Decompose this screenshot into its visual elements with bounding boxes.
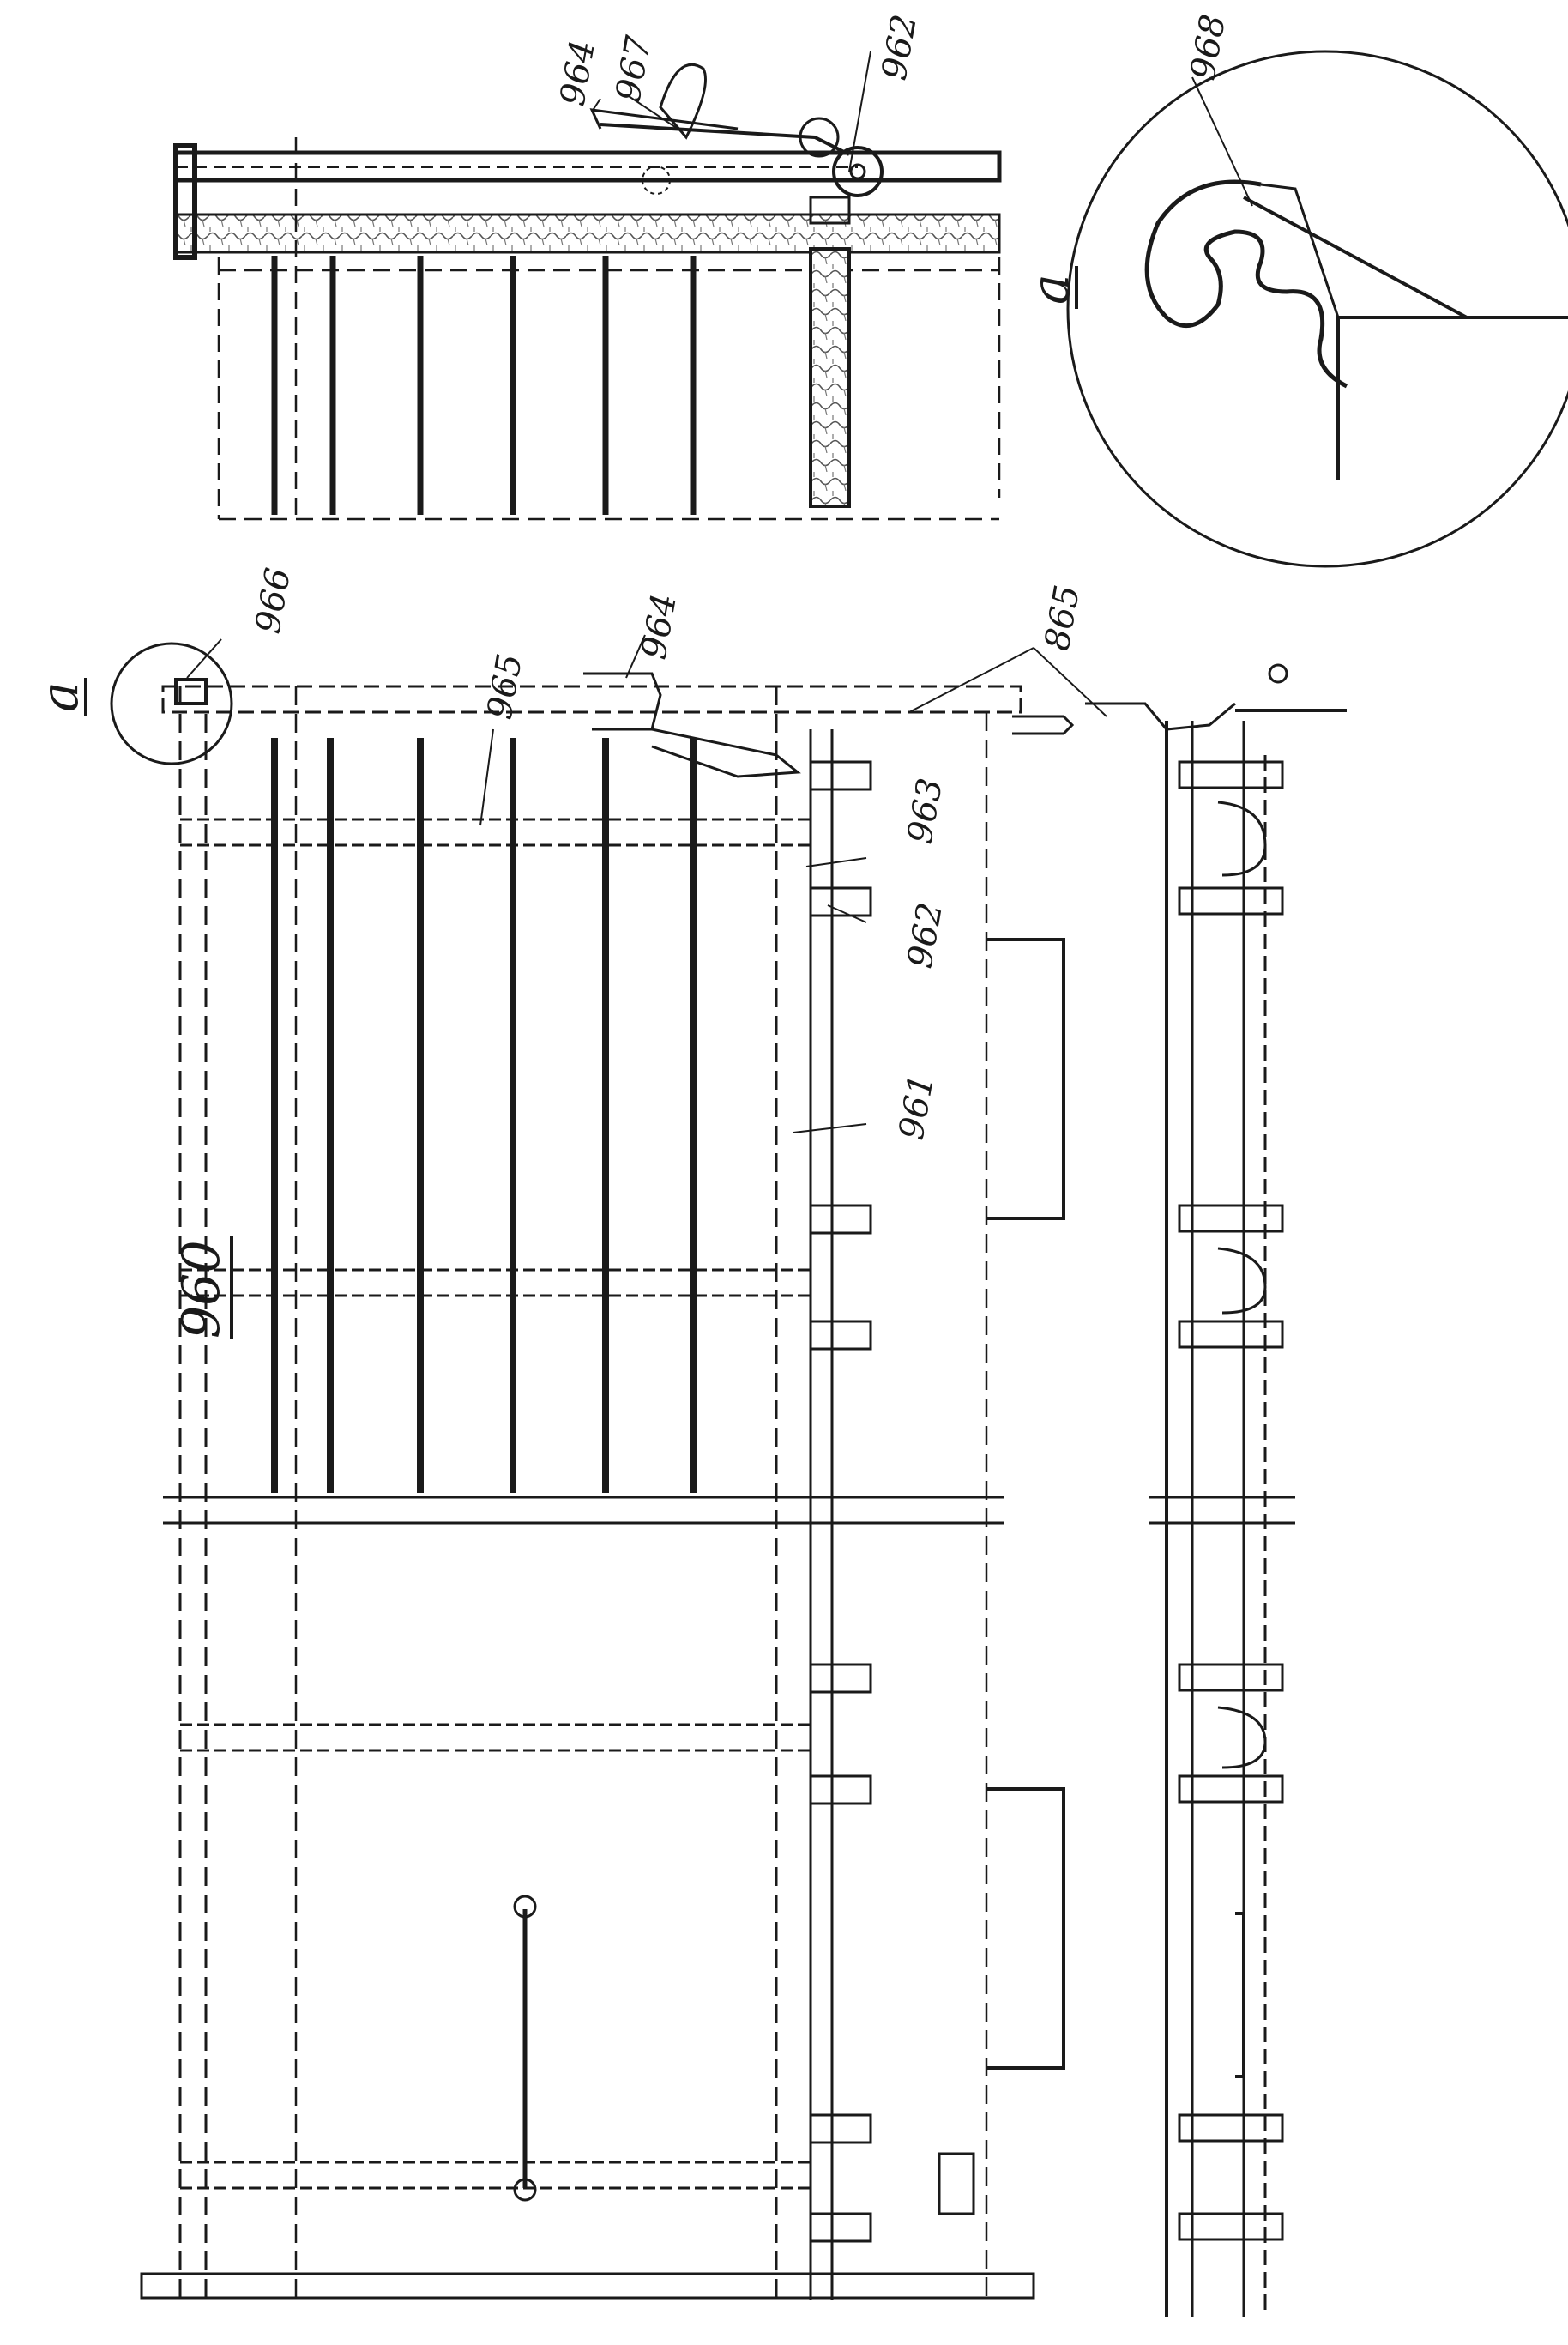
handle-lower	[986, 1787, 1065, 2070]
rail-clamps	[1178, 760, 1284, 2241]
callout-865: 865	[1038, 583, 1089, 654]
callout-965: 965	[480, 651, 531, 722]
handle-upper	[986, 938, 1065, 1220]
callout-963: 963	[901, 776, 951, 847]
left-end-cap	[173, 143, 197, 260]
callout-966: 966	[249, 565, 299, 637]
callout-labels: 960 a a 961 962 963 964 965 966 865 962 …	[30, 12, 1233, 1339]
top-section-view	[173, 63, 1002, 521]
callout-962-main: 962	[901, 900, 951, 971]
detail-hook-profile	[1144, 179, 1348, 389]
horizontal-ties	[180, 818, 811, 2190]
hinge-brackets	[809, 760, 872, 2243]
wood-strip	[174, 213, 1001, 254]
rail-profile-view	[1085, 663, 1347, 2317]
frame-dashes	[217, 137, 1001, 521]
wood-block	[809, 247, 851, 508]
detail-a-marker-circle	[110, 642, 233, 765]
top-rail	[161, 685, 1022, 714]
lever-arm	[600, 123, 850, 156]
panel-slats	[271, 738, 697, 1493]
detail-a-view	[1066, 50, 1568, 568]
detail-marker-label: a	[30, 681, 90, 712]
post-group	[271, 256, 697, 515]
main-side-view	[110, 642, 1075, 2300]
lever-handle	[659, 63, 707, 140]
leader-lines	[186, 51, 1253, 1133]
figure-number-label: 960	[172, 1240, 232, 1339]
callout-967: 967	[609, 33, 660, 105]
detail-title-label: a	[1021, 274, 1081, 305]
callout-961: 961	[892, 1072, 943, 1143]
callout-964-top: 964	[553, 38, 604, 109]
hinge-knuckle	[832, 146, 884, 197]
detail-circle	[1066, 50, 1568, 568]
bottom-end-rail	[140, 2272, 1035, 2300]
callout-962-top: 962	[875, 12, 926, 83]
callout-964-main: 964	[635, 591, 685, 662]
